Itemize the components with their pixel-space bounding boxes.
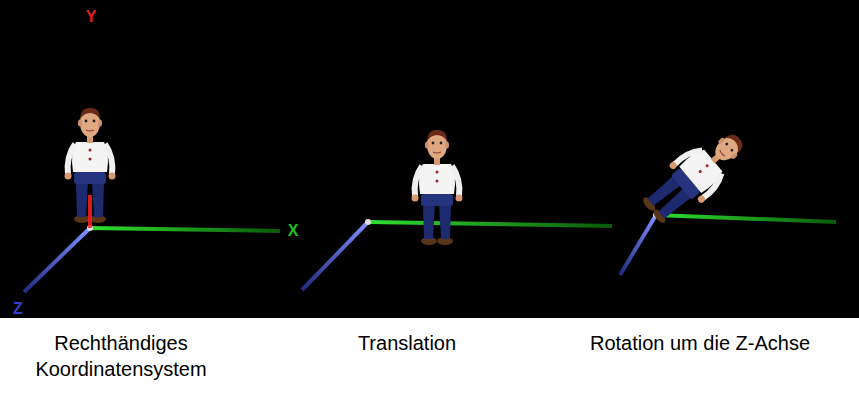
character-figure	[412, 130, 463, 245]
caption-text: Rechthändiges Koordinatensystem	[21, 330, 221, 382]
character-figure	[635, 119, 756, 232]
caption-text: Rotation um die Z-Achse	[550, 330, 850, 356]
axis-label: X	[278, 221, 308, 242]
background	[0, 0, 859, 318]
coordinate-system	[24, 28, 280, 292]
caption-text: Translation	[307, 330, 507, 356]
coordinate-system	[302, 28, 612, 290]
axis-label: Z	[3, 299, 33, 320]
coordinate-system	[620, 25, 836, 275]
axis-label: Y	[76, 7, 106, 28]
